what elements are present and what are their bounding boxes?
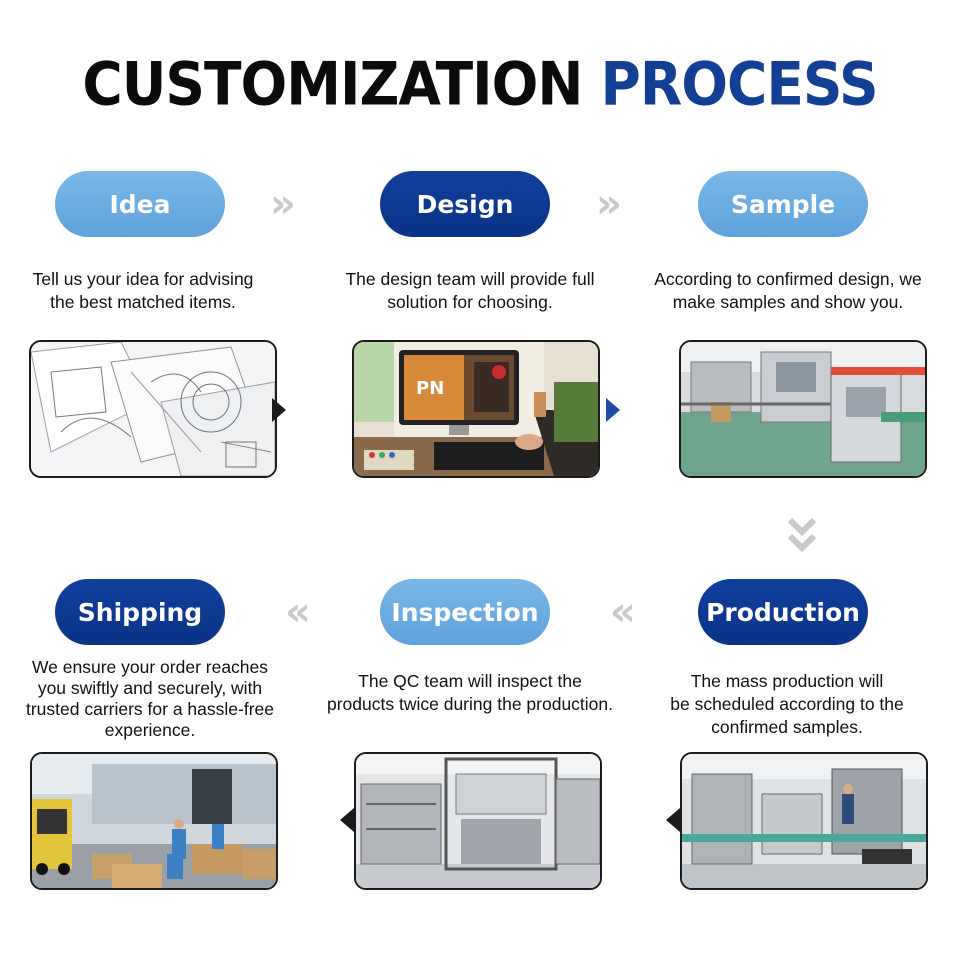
- desc-line: make samples and show you.: [672, 292, 904, 312]
- step-design-description: The design team will provide full soluti…: [320, 268, 620, 314]
- idea-blueprint-photo: [29, 340, 277, 478]
- step-design-pill: Design: [380, 171, 550, 237]
- step-idea-label: Idea: [109, 189, 171, 219]
- desc-line: you swiftly and securely, with: [37, 678, 263, 698]
- desc-line: solution for choosing.: [387, 292, 553, 312]
- step-idea-description: Tell us your idea for advising the best …: [0, 268, 293, 314]
- step-production-pill: Production: [698, 579, 868, 645]
- connector-notch: [340, 808, 354, 832]
- step-sample-description: According to confirmed design, we make s…: [636, 268, 940, 314]
- desc-line: the best matched items.: [50, 292, 236, 312]
- step-shipping-label: Shipping: [77, 597, 203, 627]
- desc-line: confirmed samples.: [711, 717, 863, 737]
- desc-line: We ensure your order reaches: [31, 657, 269, 677]
- step-shipping-description: We ensure your order reaches you swiftly…: [0, 657, 300, 741]
- step-inspection-description: The QC team will inspect the products tw…: [310, 670, 630, 716]
- desc-line: The mass production will: [690, 671, 884, 691]
- double-chevron-down-icon: [787, 517, 817, 553]
- step-inspection-label: Inspection: [391, 597, 539, 627]
- desc-line: Tell us your idea for advising: [32, 269, 254, 289]
- step-sample-pill: Sample: [698, 171, 868, 237]
- title-part-1: CUSTOMIZATION: [82, 49, 583, 119]
- desc-line: experience.: [104, 720, 196, 740]
- step-production-label: Production: [706, 597, 860, 627]
- title-part-2: PROCESS: [600, 49, 879, 119]
- connector-notch: [272, 398, 286, 422]
- shipping-warehouse-photo: [30, 752, 278, 890]
- production-line-photo: [680, 752, 928, 890]
- step-sample-label: Sample: [730, 189, 836, 219]
- step-shipping-pill: Shipping: [55, 579, 225, 645]
- step-design-label: Design: [416, 189, 514, 219]
- double-chevron-left-icon: «: [610, 589, 636, 635]
- svg-text:PN: PN: [416, 378, 444, 399]
- design-workstation-photo: PN: [352, 340, 600, 478]
- double-chevron-right-icon: »: [596, 181, 622, 227]
- desc-line: products twice during the production.: [327, 694, 613, 714]
- inspection-machinery-photo: [354, 752, 602, 890]
- sample-factory-photo: [679, 340, 927, 478]
- connector-notch: [606, 398, 620, 422]
- page-title: CUSTOMIZATION PROCESS: [0, 49, 960, 118]
- step-production-description: The mass production will be scheduled ac…: [652, 670, 922, 739]
- desc-line: The QC team will inspect the: [358, 671, 582, 691]
- desc-line: According to confirmed design, we: [654, 269, 922, 289]
- desc-line: trusted carriers for a hassle-free: [25, 699, 274, 719]
- double-chevron-left-icon: «: [285, 589, 311, 635]
- desc-line: The design team will provide full: [345, 269, 595, 289]
- connector-notch: [666, 808, 680, 832]
- desc-line: be scheduled according to the: [670, 694, 904, 714]
- double-chevron-right-icon: »: [270, 181, 296, 227]
- step-inspection-pill: Inspection: [380, 579, 550, 645]
- step-idea-pill: Idea: [55, 171, 225, 237]
